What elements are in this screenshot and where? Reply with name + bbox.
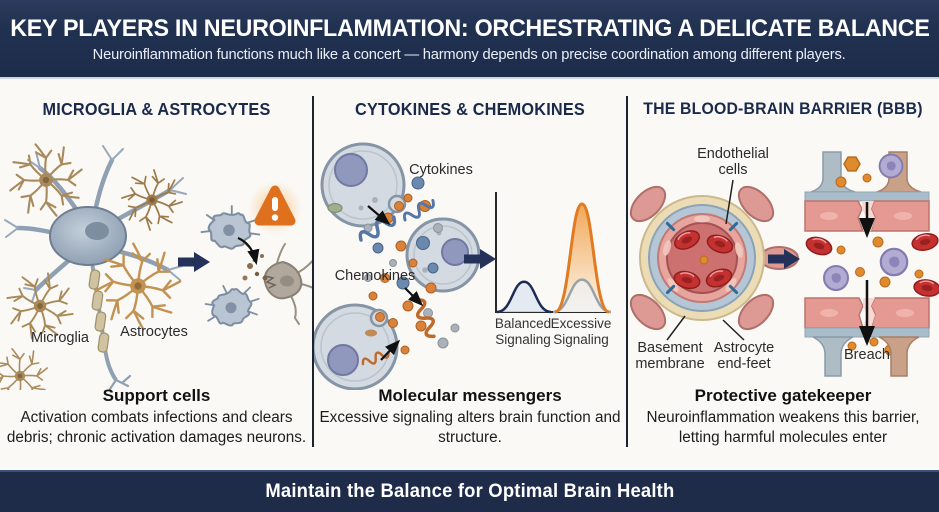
caption-title: Molecular messengers bbox=[378, 386, 562, 405]
balanced-curve bbox=[496, 280, 552, 314]
panel-heading-bbb: THE BLOOD-BRAIN BARRIER (BBB) bbox=[643, 99, 923, 118]
caption-microglia: Support cells Activation combats infecti… bbox=[0, 386, 313, 447]
label-astrocytes: Astrocytes bbox=[120, 324, 188, 340]
panel-heading-cytokines-chemokines: CYTOKINES & CHEMOKINES bbox=[355, 99, 585, 119]
column-divider bbox=[312, 96, 314, 447]
cell-top-left bbox=[320, 142, 407, 228]
arrow-right-icon bbox=[464, 249, 496, 269]
header-banner: KEY PLAYERS IN NEUROINFLAMMATION: ORCHES… bbox=[0, 0, 939, 79]
label-chemokines: Chemokines bbox=[334, 268, 416, 284]
healthy-neuron bbox=[4, 145, 187, 390]
panel-microglia-astrocytes: MICROGLIA & ASTROCYTES bbox=[0, 79, 313, 470]
secretion-arrows bbox=[367, 205, 424, 361]
label-cytokines: Cytokines bbox=[409, 162, 473, 178]
microglia-astrocytes-illustration: Microglia Astrocytes bbox=[0, 128, 313, 390]
warning-icon bbox=[248, 181, 302, 235]
caption-bbb: Protective gatekeeper Neuroinflammation … bbox=[627, 386, 939, 447]
activated-microglia-damaged-neuron bbox=[198, 199, 313, 331]
neuron-glia-art bbox=[0, 128, 313, 390]
footer-message: Maintain the Balance for Optimal Brain H… bbox=[264, 481, 675, 502]
panel-heading-microglia-astrocytes: MICROGLIA & ASTROCYTES bbox=[42, 99, 271, 119]
signaling-chart bbox=[495, 192, 612, 314]
label-breach: Breach bbox=[844, 347, 890, 363]
label-basement-membrane: Basement membrane bbox=[635, 340, 705, 373]
label-microglia: Microglia bbox=[30, 330, 89, 346]
vessel-cross-section bbox=[629, 179, 799, 341]
breached-barrier bbox=[803, 151, 939, 377]
arrow-right-icon bbox=[768, 249, 800, 269]
excessive-curve bbox=[554, 202, 610, 314]
panel-blood-brain-barrier: THE BLOOD-BRAIN BARRIER (BBB) bbox=[627, 79, 939, 470]
secreting-cells bbox=[313, 142, 481, 390]
signal-molecules bbox=[363, 176, 460, 355]
caption-title: Support cells bbox=[102, 386, 211, 405]
bbb-art bbox=[629, 151, 939, 377]
arrow-right-icon bbox=[178, 252, 210, 272]
cytokines-chemokines-illustration: Cytokines Chemokines Balanced Signaling … bbox=[313, 128, 627, 390]
page-subtitle: Neuroinflammation functions much like a … bbox=[93, 45, 846, 63]
excessive-curve-fill bbox=[555, 204, 609, 312]
label-excessive-signaling: Excessive Signaling bbox=[550, 316, 612, 347]
cell-bottom-left bbox=[313, 303, 399, 390]
footer-banner: Maintain the Balance for Optimal Brain H… bbox=[0, 470, 939, 512]
panel-cytokines-chemokines: CYTOKINES & CHEMOKINES bbox=[313, 79, 627, 470]
tight-junctions bbox=[665, 221, 739, 295]
label-astrocyte-endfeet: Astrocyte end-feet bbox=[713, 340, 775, 373]
caption-cytokines: Molecular messengers Excessive signaling… bbox=[313, 386, 627, 447]
bbb-illustration: Endothelial cells Basement membrane Astr… bbox=[627, 128, 939, 390]
column-divider bbox=[626, 96, 628, 447]
label-endothelial-cells: Endothelial cells bbox=[697, 146, 769, 179]
caption-title: Protective gatekeeper bbox=[694, 386, 872, 405]
baseline-curve bbox=[552, 278, 612, 314]
label-balanced-signaling: Balanced Signaling bbox=[494, 316, 552, 347]
page-title: KEY PLAYERS IN NEUROINFLAMMATION: ORCHES… bbox=[9, 14, 930, 42]
caption-body: Activation combats infections and clears… bbox=[6, 409, 307, 446]
caption-body: Excessive signaling alters brain functio… bbox=[319, 409, 621, 446]
caption-body: Neuroinflammation weakens this barrier, … bbox=[646, 409, 920, 446]
pointer-lines bbox=[666, 179, 745, 341]
signaling-art bbox=[313, 142, 612, 390]
